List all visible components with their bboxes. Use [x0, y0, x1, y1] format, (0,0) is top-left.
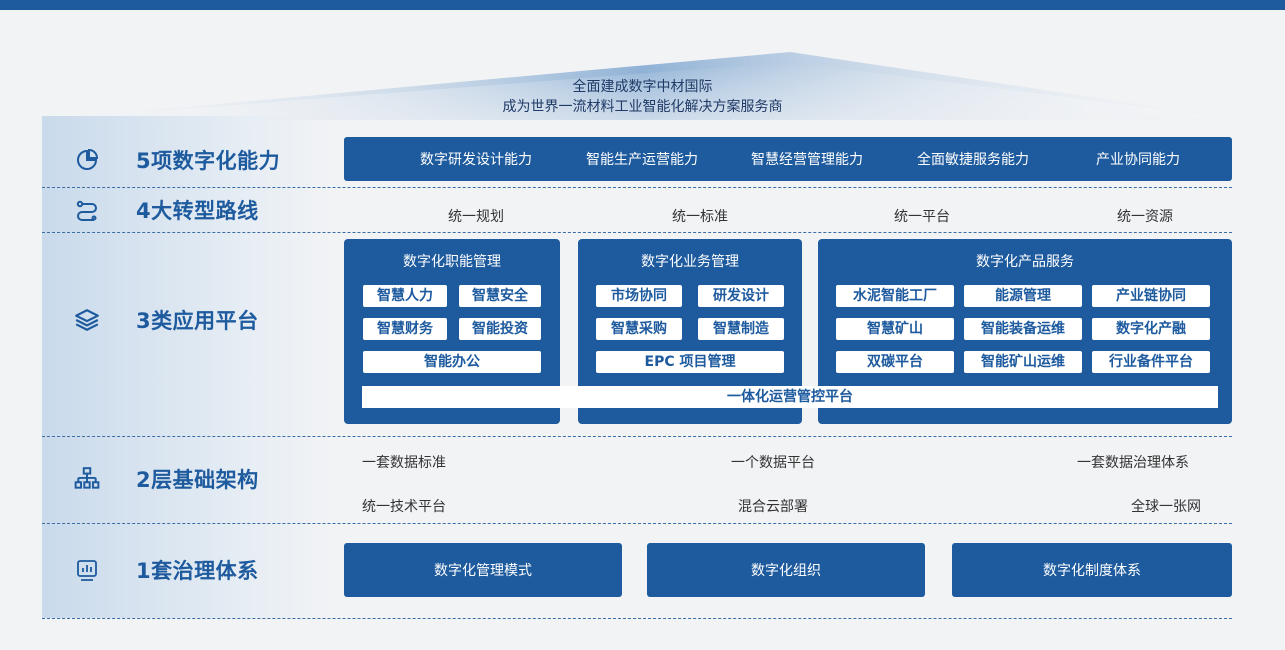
- governance-item: 数字化组织: [647, 543, 925, 597]
- governance-item: 数字化制度体系: [952, 543, 1232, 597]
- platform-item: 智能投资: [459, 318, 541, 340]
- integrated-platform-bar: 一体化运营管控平台: [362, 386, 1218, 408]
- infrastructure-item: 一套数据标准: [362, 455, 446, 471]
- platform-item: 智慧财务: [363, 318, 447, 340]
- platform-item: 智慧采购: [596, 318, 682, 340]
- capability-item: 产业协同能力: [1096, 152, 1180, 168]
- slogan-line-2: 成为世界一流材料工业智能化解决方案服务商: [502, 99, 783, 115]
- infrastructure-item: 一个数据平台: [731, 455, 815, 471]
- monitor-chart-icon: [74, 557, 100, 583]
- route-item: 统一平台: [894, 209, 950, 225]
- platform-item: 智慧矿山: [836, 318, 954, 340]
- row-capabilities-label: 5项数字化能力: [74, 140, 280, 180]
- row-governance-label: 1套治理体系: [74, 550, 259, 590]
- platform-item: EPC 项目管理: [596, 351, 784, 373]
- platform-item: 智能办公: [363, 351, 541, 373]
- divider: [42, 232, 1232, 233]
- sidebar-gradient: [42, 116, 332, 618]
- capability-item: 数字研发设计能力: [420, 152, 532, 168]
- panel-title: 数字化职能管理: [403, 254, 501, 270]
- layers-icon: [74, 307, 100, 333]
- platform-item: 市场协同: [596, 285, 682, 307]
- infrastructure-item: 全球一张网: [1131, 499, 1201, 515]
- route-item: 统一标准: [672, 209, 728, 225]
- row-title: 4大转型路线: [136, 199, 259, 223]
- infrastructure-item: 统一技术平台: [362, 499, 446, 515]
- slogan-line-1: 全面建成数字中材国际: [572, 79, 713, 95]
- capability-item: 智能生产运营能力: [586, 152, 698, 168]
- platform-item: 智慧安全: [459, 285, 541, 307]
- row-title: 5项数字化能力: [136, 149, 281, 173]
- row-routes-label: 4大转型路线: [74, 190, 259, 230]
- capability-item: 全面敏捷服务能力: [917, 152, 1029, 168]
- platform-item: 产业链协同: [1092, 285, 1210, 307]
- platform-item: 智能矿山运维: [964, 351, 1082, 373]
- platform-item: 数字化产融: [1092, 318, 1210, 340]
- divider: [42, 523, 1232, 524]
- governance-item: 数字化管理模式: [344, 543, 622, 597]
- platform-item: 能源管理: [964, 285, 1082, 307]
- divider: [42, 187, 1232, 188]
- infrastructure-item: 混合云部署: [738, 499, 808, 515]
- row-title: 3类应用平台: [136, 309, 259, 333]
- capabilities-bar: 数字研发设计能力 智能生产运营能力 智慧经营管理能力 全面敏捷服务能力 产业协同…: [344, 137, 1232, 181]
- platform-item: 智能装备运维: [964, 318, 1082, 340]
- route-item: 统一资源: [1117, 209, 1173, 225]
- row-title: 2层基础架构: [136, 468, 259, 492]
- platform-item: 水泥智能工厂: [836, 285, 954, 307]
- platform-item: 双碳平台: [836, 351, 954, 373]
- route-icon: [74, 197, 100, 223]
- capability-item: 智慧经营管理能力: [751, 152, 863, 168]
- panel-title: 数字化业务管理: [641, 254, 739, 270]
- row-platforms-label: 3类应用平台: [74, 300, 259, 340]
- roof-banner: [42, 52, 1245, 120]
- panel-title: 数字化产品服务: [976, 254, 1074, 270]
- pie-chart-icon: [74, 147, 100, 173]
- infrastructure-item: 一套数据治理体系: [1077, 455, 1189, 471]
- row-title: 1套治理体系: [136, 559, 259, 583]
- divider: [42, 618, 1232, 619]
- route-item: 统一规划: [448, 209, 504, 225]
- divider: [42, 436, 1232, 437]
- platform-item: 智慧制造: [698, 318, 784, 340]
- platform-item: 行业备件平台: [1092, 351, 1210, 373]
- top-bar: [0, 0, 1285, 10]
- platform-item: 智慧人力: [363, 285, 447, 307]
- platform-item: 研发设计: [698, 285, 784, 307]
- row-infrastructure-label: 2层基础架构: [74, 459, 259, 499]
- hierarchy-icon: [74, 466, 100, 492]
